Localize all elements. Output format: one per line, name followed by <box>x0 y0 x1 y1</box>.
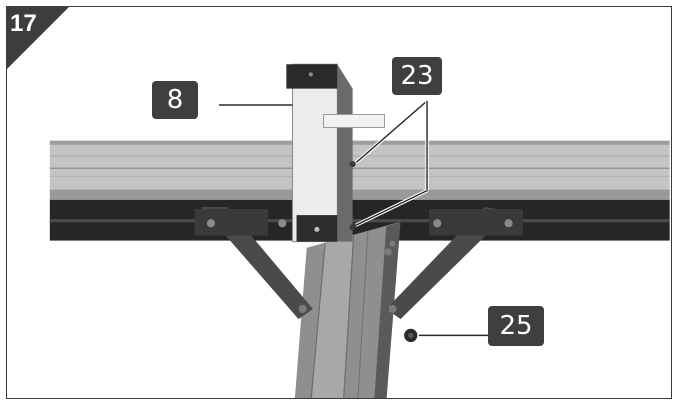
screw-icon <box>314 226 320 232</box>
step-corner-badge <box>6 6 70 70</box>
bolt-icon <box>388 304 397 313</box>
screw-icon <box>349 224 356 231</box>
diagram-frame <box>6 6 672 399</box>
callout-part-8: 8 <box>152 81 198 119</box>
callout-part-23: 23 <box>392 57 442 95</box>
bolt-icon <box>389 240 396 247</box>
bolt-icon <box>384 248 392 256</box>
bolt-icon <box>504 219 513 228</box>
bolt-icon <box>433 219 442 228</box>
step-number: 17 <box>10 10 37 37</box>
screw-icon <box>349 161 356 168</box>
assembly-illustration <box>49 63 670 398</box>
bolt-icon <box>206 219 215 228</box>
bolt-icon <box>278 219 287 228</box>
callout-part-25: 25 <box>488 306 544 346</box>
bolt-icon <box>298 304 307 313</box>
part-8-sleeve <box>291 63 338 243</box>
screw-icon <box>308 72 313 77</box>
part-label <box>323 114 385 128</box>
